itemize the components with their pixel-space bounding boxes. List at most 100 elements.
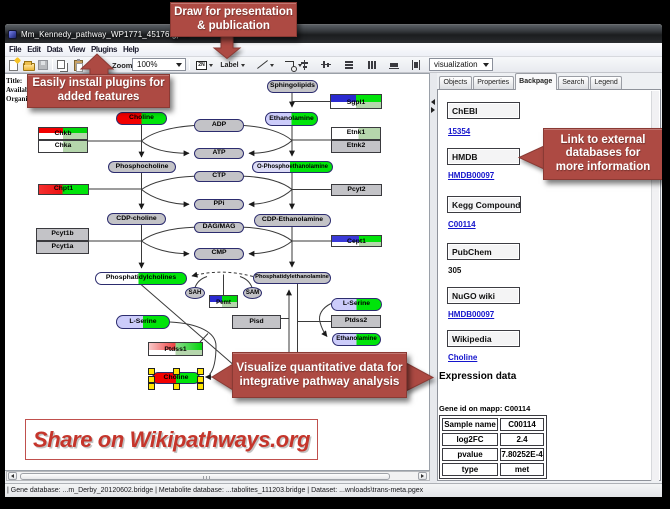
menu-bar: File Edit Data View Plugins Help	[5, 43, 662, 57]
backpage-link[interactable]: C00114	[448, 220, 476, 229]
menu-edit[interactable]: Edit	[27, 45, 41, 54]
share-annotation: Share on Wikipathways.org	[25, 419, 318, 460]
panel-vertical-scrollbar[interactable]	[651, 91, 659, 481]
callout-text: databases for	[565, 147, 641, 160]
scroll-left-icon	[11, 474, 14, 478]
callout-draw: Draw for presentation & publication	[170, 2, 297, 37]
dropdown-icon	[240, 63, 245, 67]
common-height-icon[interactable]	[411, 60, 422, 70]
callout-text: Easily install plugins for	[32, 77, 165, 90]
visualization-dropdown-icon[interactable]	[479, 59, 492, 70]
table-cell: C00114	[500, 418, 544, 431]
backpage-link[interactable]: HMDB00097	[448, 171, 495, 180]
dropdown-icon	[270, 63, 274, 67]
backpage-section-header: NuGO wiki	[447, 287, 520, 304]
menu-view[interactable]: View	[68, 45, 85, 54]
backpage-link[interactable]: Choline	[448, 353, 478, 362]
callout-text: added features	[57, 91, 140, 103]
visualization-value: visualization	[434, 60, 478, 69]
callout-text: Draw for presentation	[174, 5, 293, 18]
callout-text: integrative pathway analysis	[239, 374, 400, 388]
window-title: Mm_Kennedy_pathway_WP1771_45176.gpml	[21, 29, 190, 39]
scrollbar-thumb[interactable]	[20, 473, 390, 480]
datanode-tool-button[interactable]: 2N	[193, 58, 216, 72]
align-middle-icon[interactable]	[321, 60, 332, 70]
callout-text: & publication	[197, 19, 270, 32]
pathway-canvas[interactable]	[5, 73, 430, 471]
menu-file[interactable]: File	[9, 45, 22, 54]
dropdown-icon	[209, 63, 213, 67]
backpage-section-header: HMDB	[447, 148, 520, 165]
backpage-section-header: Wikipedia	[447, 330, 520, 347]
open-icon	[22, 60, 35, 71]
visualization-combobox[interactable]: visualization	[429, 58, 493, 71]
gene-id-line: Gene id on mapp: C00114	[439, 404, 531, 413]
backpage-link[interactable]: HMDB00097	[448, 310, 495, 319]
line-tool-icon	[256, 59, 268, 71]
callout-visualize: Visualize quantitative data for integrat…	[232, 352, 407, 398]
label-tool-icon: Label	[220, 61, 239, 69]
zoom-combobox[interactable]: 100%	[132, 58, 186, 71]
copy-icon	[57, 59, 65, 69]
connector-tool-button[interactable]	[283, 58, 303, 72]
callout-text: Link to external	[560, 133, 646, 146]
table-cell: pvalue	[442, 448, 498, 461]
new-button[interactable]	[7, 58, 20, 72]
scroll-left-button[interactable]	[8, 472, 17, 480]
save-button[interactable]	[37, 58, 49, 72]
menu-help[interactable]: Help	[123, 45, 139, 54]
backpage-section-header: Kegg Compound	[447, 196, 521, 213]
scrollbar-grip-icon	[203, 476, 211, 479]
datanode-tool-icon: 2N	[196, 60, 207, 70]
backpage-section-header: PubChem	[447, 243, 520, 260]
backpage-section-header: ChEBI	[447, 102, 520, 119]
save-icon	[38, 60, 48, 70]
tab-backpage[interactable]: Backpage	[514, 73, 557, 90]
toolbar: Zoom: 100% 2N Label visualization	[5, 57, 662, 73]
paste-button[interactable]	[72, 58, 85, 72]
copy-button[interactable]	[55, 58, 69, 72]
scroll-right-button[interactable]	[418, 472, 427, 480]
zoom-dropdown-icon[interactable]	[172, 59, 185, 70]
splitter-collapse-left-icon[interactable]	[431, 99, 435, 105]
backpage-value: 305	[448, 266, 462, 275]
title-bar[interactable]: Mm_Kennedy_pathway_WP1771_45176.gpml	[5, 24, 662, 43]
paste-icon	[74, 58, 83, 72]
table-cell: 2.4	[500, 433, 544, 446]
status-text: | Gene database: ...m_Derby_20120602.bri…	[7, 487, 424, 494]
share-text: Share on Wikipathways.org	[32, 426, 311, 452]
toolbar-separator	[52, 59, 53, 70]
align-center-icon[interactable]	[300, 60, 311, 70]
tab-search[interactable]: Search	[557, 76, 589, 90]
connector-tool-icon	[284, 60, 297, 72]
app-icon	[8, 29, 17, 39]
label-tool-button[interactable]: Label	[220, 58, 245, 72]
menu-plugins[interactable]: Plugins	[90, 45, 118, 54]
callout-plugins: Easily install plugins for added feature…	[27, 74, 170, 108]
scroll-right-icon	[421, 474, 424, 478]
panel-splitter[interactable]	[430, 73, 437, 483]
common-width-icon[interactable]	[389, 60, 400, 70]
callout-text: Visualize quantitative data for	[236, 360, 403, 375]
new-icon	[9, 59, 18, 71]
open-button[interactable]	[22, 58, 35, 72]
table-cell: log2FC	[442, 433, 498, 446]
menu-data[interactable]: Data	[46, 45, 63, 54]
tab-properties[interactable]: Properties	[472, 76, 514, 90]
splitter-expand-right-icon[interactable]	[431, 107, 435, 113]
line-tool-button[interactable]	[255, 58, 275, 72]
tab-legend[interactable]: Legend	[589, 76, 623, 90]
distribute-vertical-icon[interactable]	[367, 60, 378, 70]
distribute-horizontal-icon[interactable]	[344, 60, 355, 70]
canvas-horizontal-scrollbar[interactable]	[6, 471, 430, 481]
status-bar: | Gene database: ...m_Derby_20120602.bri…	[5, 483, 662, 497]
tab-objects[interactable]: Objects	[439, 76, 472, 90]
expression-data-heading: Expression data	[439, 371, 517, 382]
backpage-link[interactable]: 15354	[448, 127, 471, 136]
zoom-label: Zoom:	[112, 60, 135, 70]
